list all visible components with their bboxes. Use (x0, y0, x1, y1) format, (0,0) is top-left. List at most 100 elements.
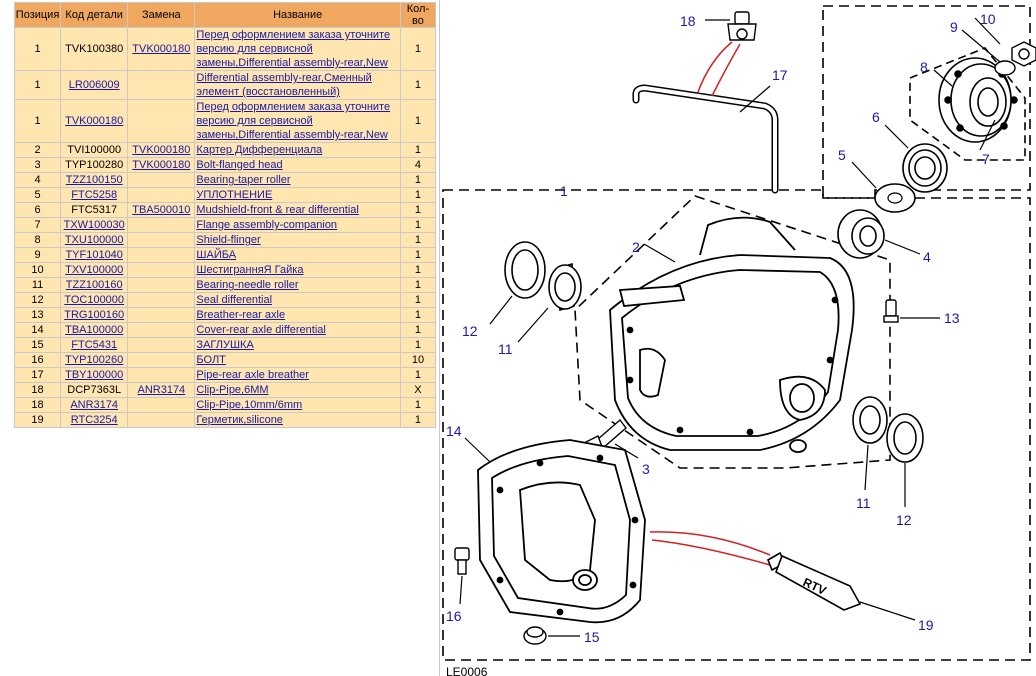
callout-14[interactable]: 14 (446, 423, 462, 439)
cell-part-code-link[interactable]: TXW100030 (63, 219, 125, 231)
cell-name-link[interactable]: Clip-Pipe,10mm/6mm (196, 399, 303, 411)
cell-part-code-link[interactable]: TBY100000 (65, 369, 124, 381)
boundary-flange (909, 47, 1026, 161)
callout-17[interactable]: 17 (772, 67, 788, 83)
cell-name: Seal differential (194, 292, 401, 308)
cell-part-code: FTC5317 (60, 202, 129, 218)
callout-3[interactable]: 3 (642, 461, 650, 477)
callout-5[interactable]: 5 (838, 147, 846, 163)
pipe-clip (727, 11, 757, 41)
cell-position: 3 (13, 157, 62, 173)
cell-part-code-link[interactable]: TXU100000 (64, 234, 124, 246)
cell-name-link[interactable]: Перед оформлением заказа уточните версию… (196, 29, 391, 69)
cell-part-code-link[interactable]: FTC5431 (71, 339, 118, 351)
cell-part-code-link[interactable]: TVK000180 (65, 115, 124, 127)
cell-replacement (127, 412, 196, 428)
cell-part-code-link[interactable]: ANR3174 (70, 399, 119, 411)
cell-quantity: 1 (399, 187, 437, 203)
cell-replacement (127, 187, 196, 203)
cell-replacement-link[interactable]: ANR3174 (137, 384, 186, 396)
cell-name-link[interactable]: ЗАГЛУШКА (196, 339, 254, 351)
cell-name-link[interactable]: БОЛТ (196, 354, 226, 366)
taper-roller-bearing (837, 209, 885, 259)
cell-part-code-link[interactable]: TZZ100160 (65, 279, 123, 291)
cell-name-link[interactable]: Seal differential (196, 294, 273, 306)
cell-replacement-link[interactable]: TVK000180 (132, 159, 191, 171)
cell-part-code-link[interactable]: FTC5258 (71, 189, 118, 201)
callout-4[interactable]: 4 (923, 249, 931, 265)
callout-18[interactable]: 18 (680, 13, 696, 29)
cell-part-code-link[interactable]: TRG100160 (64, 309, 125, 321)
cell-name-link[interactable]: Differential assembly-rear,Сменный элеме… (196, 72, 372, 98)
callout-2[interactable]: 2 (632, 239, 640, 255)
cell-position: 11 (13, 277, 62, 293)
washer (994, 60, 1016, 76)
cell-part-code-link[interactable]: TXV100000 (65, 264, 124, 276)
cell-position: 12 (13, 292, 62, 308)
cell-quantity: 1 (399, 202, 437, 218)
cell-replacement-link[interactable]: TBA500010 (132, 204, 191, 216)
cell-part-code-link[interactable]: TBA100000 (65, 324, 124, 336)
cell-name-link[interactable]: Герметик,silicone (196, 414, 283, 426)
cell-position: 15 (13, 337, 62, 353)
cell-quantity: 1 (399, 277, 437, 293)
callout-16[interactable]: 16 (446, 608, 462, 624)
cell-quantity: 1 (399, 247, 437, 263)
cell-name-link[interactable]: Bolt-flanged head (196, 159, 283, 171)
cell-name-link[interactable]: Cover-rear axle differential (196, 324, 326, 336)
cell-position: 18 (13, 397, 62, 413)
callout-11-left[interactable]: 11 (498, 341, 513, 357)
header-replacement: Замена (127, 2, 196, 28)
callout-10[interactable]: 10 (980, 11, 996, 27)
cell-name-link[interactable]: Pipe-rear axle breather (196, 369, 309, 381)
cell-replacement-link[interactable]: TVK000180 (132, 43, 191, 55)
cell-part-code-link[interactable]: RTC3254 (70, 414, 118, 426)
cell-name-link[interactable]: Flange assembly-companion (196, 219, 338, 231)
cell-name-link[interactable]: Перед оформлением заказа уточните версию… (196, 101, 391, 141)
cell-position: 8 (13, 232, 62, 248)
callout-1[interactable]: 1 (560, 183, 568, 199)
cell-name-link[interactable]: Shield-flinger (196, 234, 261, 246)
cell-name-link[interactable]: ШестигранняЯ Гайка (196, 264, 304, 276)
cell-name-link[interactable]: Clip-Pipe,6MM (196, 384, 269, 396)
cell-replacement (127, 99, 196, 143)
callout-6[interactable]: 6 (872, 109, 880, 125)
cell-position: 14 (13, 322, 62, 338)
callout-8[interactable]: 8 (920, 59, 928, 75)
callout-15[interactable]: 15 (584, 629, 600, 645)
callout-11-right[interactable]: 11 (856, 495, 871, 511)
cell-name-link[interactable]: Breather-rear axle (196, 309, 286, 321)
callout-13[interactable]: 13 (944, 310, 960, 326)
cell-quantity: 1 (399, 397, 437, 413)
cell-name-link[interactable]: Картер Дифференциала (196, 144, 323, 156)
cell-name-link[interactable]: ШАЙБА (196, 249, 237, 261)
cell-name-link[interactable]: Mudshield-front & rear differential (196, 204, 359, 216)
cell-part-code-link[interactable]: TYF101040 (65, 249, 123, 261)
callout-12-right[interactable]: 12 (896, 512, 912, 528)
callout-19[interactable]: 19 (918, 617, 934, 633)
cell-name: Герметик,silicone (194, 412, 401, 428)
cell-quantity: 1 (399, 367, 437, 383)
cell-name-link[interactable]: УПЛОТНЕНИЕ (196, 189, 273, 201)
cell-replacement (127, 367, 196, 383)
cell-replacement-link[interactable]: TVK000180 (132, 144, 191, 156)
cell-name: Bearing-taper roller (194, 172, 401, 188)
cell-name-link[interactable]: Bearing-needle roller (196, 279, 299, 291)
cell-replacement (127, 70, 196, 100)
hex-nut (1011, 41, 1036, 67)
rtv-sealant-tube (767, 551, 862, 611)
callout-9[interactable]: 9 (950, 19, 958, 35)
cell-part-code-link[interactable]: LR006009 (68, 79, 120, 91)
cell-part-code-link[interactable]: TOC100000 (64, 294, 125, 306)
callout-7[interactable]: 7 (982, 151, 990, 167)
cell-part-code-link[interactable]: TZZ100150 (65, 174, 123, 186)
callout-12-left[interactable]: 12 (462, 323, 478, 339)
cell-part-code-link[interactable]: TYP100260 (65, 354, 124, 366)
cell-name-link[interactable]: Bearing-taper roller (196, 174, 291, 186)
cell-part-code: TZZ100150 (60, 172, 129, 188)
companion-flange (938, 57, 1018, 143)
